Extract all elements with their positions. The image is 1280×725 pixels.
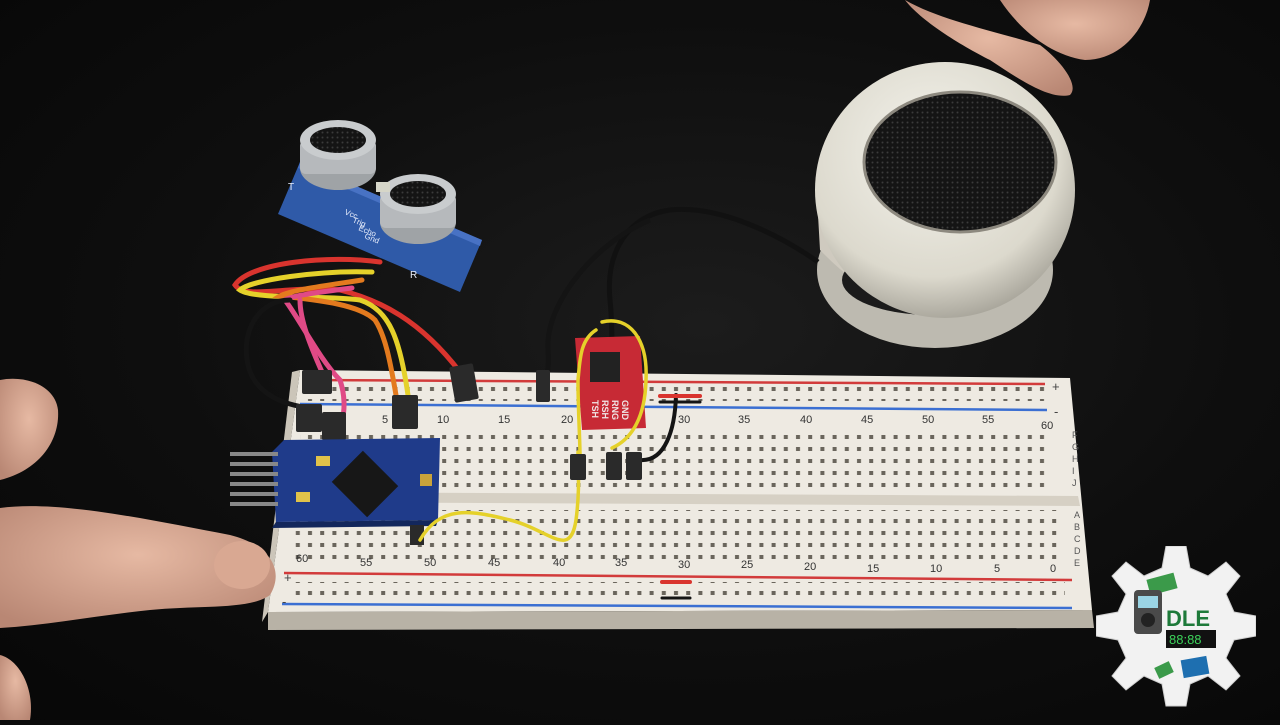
- top-number: 45: [861, 414, 873, 426]
- logo-text: DLE: [1166, 606, 1210, 631]
- bottom-number: 20: [804, 561, 816, 573]
- rail-minus: -: [1054, 404, 1058, 419]
- side-letter: H: [1072, 454, 1079, 464]
- bottom-number: 0: [1050, 563, 1056, 575]
- side-letter: D: [1074, 546, 1081, 556]
- gear-icon: DLE 88:88: [1095, 545, 1257, 707]
- rail-plus: +: [284, 570, 292, 585]
- breadboard-rail-marks: + - + -: [282, 379, 1060, 609]
- side-letter: G: [1072, 442, 1079, 452]
- top-number: 40: [800, 414, 812, 426]
- logo-digits: 88:88: [1169, 632, 1202, 647]
- sensor-mark-t: T: [288, 182, 294, 193]
- side-letter: A: [1074, 510, 1080, 520]
- bottom-number: 30: [678, 559, 690, 571]
- arduino-pro-mini: [230, 438, 440, 545]
- side-letter: F: [1072, 430, 1078, 440]
- dle-logo: DLE 88:88: [1095, 545, 1257, 716]
- top-number: 35: [738, 414, 750, 426]
- side-letter: J: [1072, 478, 1077, 488]
- amp-pin-label: TSH: [590, 400, 600, 418]
- ultrasonic-sensor: Vcc Trig Echo Gnd T R: [278, 120, 482, 292]
- sensor-wires: [232, 256, 463, 423]
- bottom-number: 25: [741, 559, 753, 571]
- wire-connectors: [570, 452, 642, 480]
- top-number: 30: [678, 414, 690, 426]
- bottom-number: 55: [360, 557, 372, 569]
- bottom-number: 15: [867, 563, 879, 575]
- side-letter: B: [1074, 522, 1080, 532]
- top-number: 5: [382, 414, 388, 426]
- sensor-mark-r: R: [410, 270, 417, 281]
- top-number: 10: [437, 414, 449, 426]
- top-number: 55: [982, 414, 994, 426]
- bottom-number: 45: [488, 557, 500, 569]
- side-letter: E: [1074, 558, 1080, 568]
- breadboard-bottom-numbers: 60 55 50 45 40 35 30 25 20 15 10 5 0: [296, 553, 1056, 575]
- board-wires: [418, 319, 702, 600]
- hand-top-right: [905, 0, 1150, 96]
- amp-module: GND RNG RSH TSH: [575, 336, 646, 430]
- side-letter: I: [1072, 466, 1075, 476]
- bottom-number: 5: [994, 563, 1000, 575]
- bottom-number: 40: [553, 557, 565, 569]
- breadboard-top-numbers: 5 10 15 20 25 30 35 40 45 50 55 60: [382, 414, 1053, 432]
- top-number: 50: [922, 414, 934, 426]
- bottom-number: 50: [424, 557, 436, 569]
- amp-pin-label: RSH: [600, 400, 610, 419]
- bottom-number: 10: [930, 563, 942, 575]
- breadboard-side-letters: F G H I J A B C D E: [1072, 430, 1081, 568]
- amp-pin-label: GND: [620, 400, 630, 421]
- bottom-number: 35: [615, 557, 627, 569]
- dupont-connectors: [296, 363, 550, 440]
- speaker: [815, 62, 1075, 348]
- top-number: 60: [1041, 420, 1053, 432]
- amp-pin-label: RNG: [610, 400, 620, 420]
- hand-left: [0, 378, 276, 720]
- rail-plus: +: [1052, 379, 1060, 394]
- rail-minus: -: [282, 594, 286, 609]
- top-number: 15: [498, 414, 510, 426]
- top-number: 20: [561, 414, 573, 426]
- bottom-number: 60: [296, 553, 308, 565]
- side-letter: C: [1074, 534, 1081, 544]
- speaker-cable: [606, 206, 820, 351]
